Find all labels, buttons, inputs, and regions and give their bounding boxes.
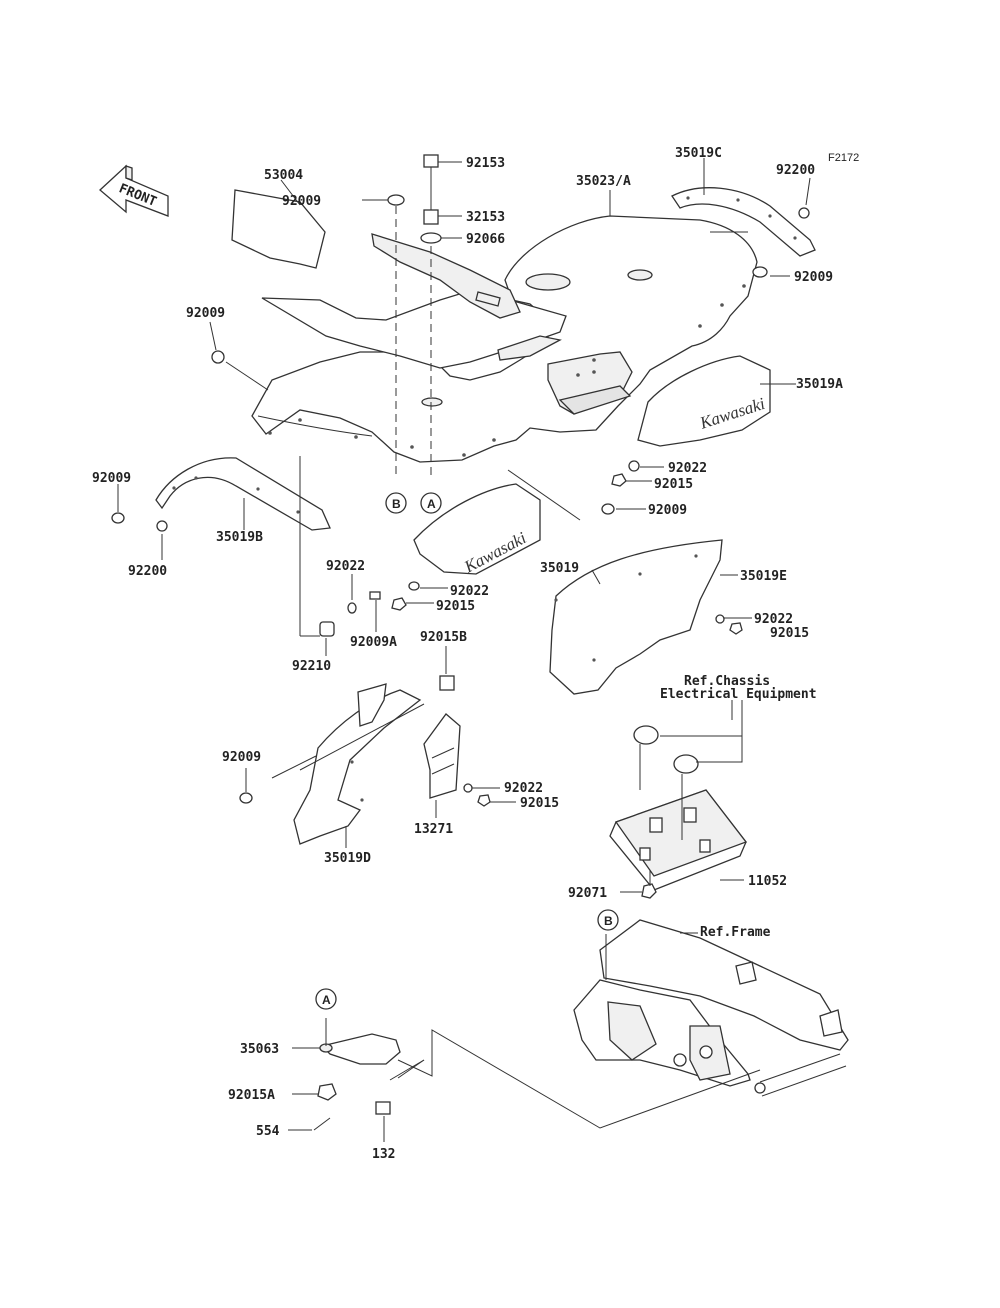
label-92009-b: 92009 <box>92 471 131 486</box>
label-92022-a: 92022 <box>668 461 707 476</box>
label-13271: 13271 <box>414 822 453 837</box>
label-92009A: 92009A <box>350 635 397 650</box>
part-35019-mudguard <box>549 539 723 695</box>
label-92200-top: 92200 <box>776 163 815 178</box>
label-554: 554 <box>256 1124 280 1139</box>
label-92066: 92066 <box>466 232 505 247</box>
callout-b-upper-label: B <box>392 497 401 511</box>
leader-lines <box>117 158 811 1142</box>
label-92015A: 92015A <box>228 1088 275 1103</box>
label-35063: 35063 <box>240 1042 279 1057</box>
label-35019A: 35019A <box>796 377 843 392</box>
diagram-code: F2172 <box>828 152 859 164</box>
callout-b-lower: B <box>597 909 619 931</box>
part-13271-bracket <box>423 713 461 799</box>
front-arrow-icon: FRONT <box>99 164 169 217</box>
part-35063-bracket <box>319 1033 401 1065</box>
callout-a-lower-label: A <box>322 993 331 1007</box>
label-32153: 32153 <box>466 210 505 225</box>
label-92015-a: 92015 <box>654 477 693 492</box>
label-92015B: 92015B <box>420 630 467 645</box>
callout-b-lower-label: B <box>604 914 613 928</box>
part-53004-decal <box>231 189 326 269</box>
label-53004: 53004 <box>264 168 303 183</box>
fasteners <box>111 154 810 1131</box>
part-35023A-fender <box>251 215 758 463</box>
callout-b-upper: B <box>385 492 407 514</box>
label-92015-d: 92015 <box>770 626 809 641</box>
label-92009-mid: 92009 <box>648 503 687 518</box>
part-labels: 92153 32153 92066 35019C 92200 35023/A 5… <box>92 146 843 1162</box>
part-frame <box>573 919 849 1097</box>
label-132: 132 <box>372 1147 395 1162</box>
label-92200-left: 92200 <box>128 564 167 579</box>
label-92153: 92153 <box>466 156 505 171</box>
label-11052: 11052 <box>748 874 787 889</box>
label-35023A: 35023/A <box>576 174 631 189</box>
label-35019C: 35019C <box>675 146 722 161</box>
label-92015-e: 92015 <box>520 796 559 811</box>
label-92022-d: 92022 <box>754 612 793 627</box>
label-35019B: 35019B <box>216 530 263 545</box>
label-92009-right: 92009 <box>794 270 833 285</box>
part-35019B-flap <box>155 457 331 531</box>
callout-a-upper: A <box>420 492 442 514</box>
callout-a-upper-label: A <box>427 497 436 511</box>
part-electrical-clips <box>633 725 699 774</box>
dashed-guides <box>395 206 432 480</box>
label-92009-left: 92009 <box>186 306 225 321</box>
label-92022-e: 92022 <box>504 781 543 796</box>
part-35019A-cover: Kawasaki <box>637 355 771 447</box>
label-92015-b: 92015 <box>436 599 475 614</box>
label-92022-b: 92022 <box>450 584 489 599</box>
label-92009-d: 92009 <box>222 750 261 765</box>
label-35019E: 35019E <box>740 569 787 584</box>
part-35019C-flap <box>671 187 816 257</box>
label-92071: 92071 <box>568 886 607 901</box>
callout-a-lower: A <box>315 988 337 1010</box>
label-92022-c: 92022 <box>326 559 365 574</box>
part-35019D-mudguard <box>293 683 422 845</box>
part-center-bracket <box>261 233 567 369</box>
reference-labels: Ref.Chassis Electrical Equipment Ref.Fra… <box>660 674 817 940</box>
label-92009-top: 92009 <box>282 194 321 209</box>
label-92210: 92210 <box>292 659 331 674</box>
label-35019: 35019 <box>540 561 579 576</box>
ref-chassis-line2: Electrical Equipment <box>660 687 817 702</box>
part-11052-tray <box>609 789 748 891</box>
label-35019D: 35019D <box>324 851 371 866</box>
ref-chassis-line1: Ref.Chassis <box>684 674 770 689</box>
ref-frame: Ref.Frame <box>700 925 771 940</box>
